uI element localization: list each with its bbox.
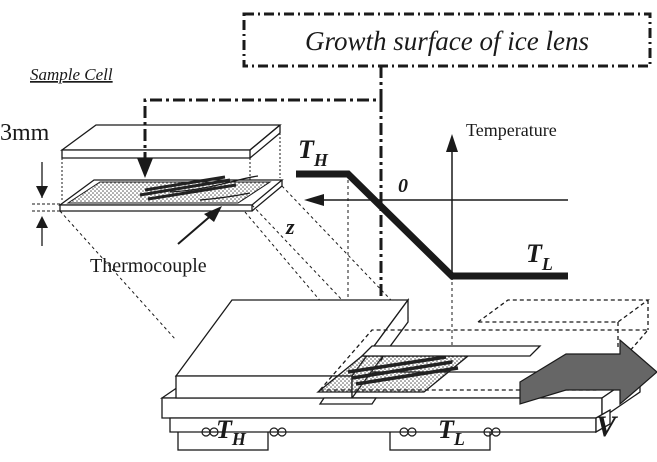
leader-arrowhead-sample <box>137 158 153 178</box>
thermocouple-callout: Thermocouple <box>90 206 222 277</box>
velocity-arrow-shape <box>519 338 657 406</box>
sample-cell <box>58 124 284 212</box>
temperature-profile-line <box>296 170 568 280</box>
callout-box <box>242 12 652 68</box>
z-label: z <box>285 214 295 239</box>
velocity-arrow: V <box>519 338 657 443</box>
gap-label: 3mm <box>0 120 50 146</box>
sample-cell-label: Sample Cell <box>30 65 113 84</box>
thermocouple-wire <box>169 175 259 193</box>
sample-cell-top-plate <box>60 124 282 151</box>
sliding-plate-outline <box>318 329 650 391</box>
temperature-profile: Temperature 0 z TH TL <box>285 120 568 390</box>
t-low-label: TL <box>526 239 553 274</box>
ice-lens-stripes-large <box>347 355 459 386</box>
growth-surface-label: Growth surface of ice lens <box>305 26 589 56</box>
heater-coils-right <box>399 427 501 437</box>
velocity-label: V <box>596 410 619 443</box>
thermocouple-label: Thermocouple <box>90 255 207 277</box>
leader-to-sample-cell <box>143 66 383 160</box>
gap-dimension: 3mm <box>0 120 60 246</box>
t-high-label: TH <box>298 135 329 170</box>
callout-leader-lines <box>143 66 383 348</box>
origin-label: 0 <box>398 175 408 197</box>
growth-surface-callout: Growth surface of ice lens <box>242 12 652 68</box>
t-high-base-label: TH <box>216 415 247 449</box>
sample-cell-top-plate-edge <box>61 149 251 159</box>
temperature-axis-label: Temperature <box>466 120 557 140</box>
ice-lens-stripes-small <box>139 175 237 201</box>
t-low-base-label: TL <box>438 415 465 449</box>
heater-coils-left <box>201 427 287 437</box>
